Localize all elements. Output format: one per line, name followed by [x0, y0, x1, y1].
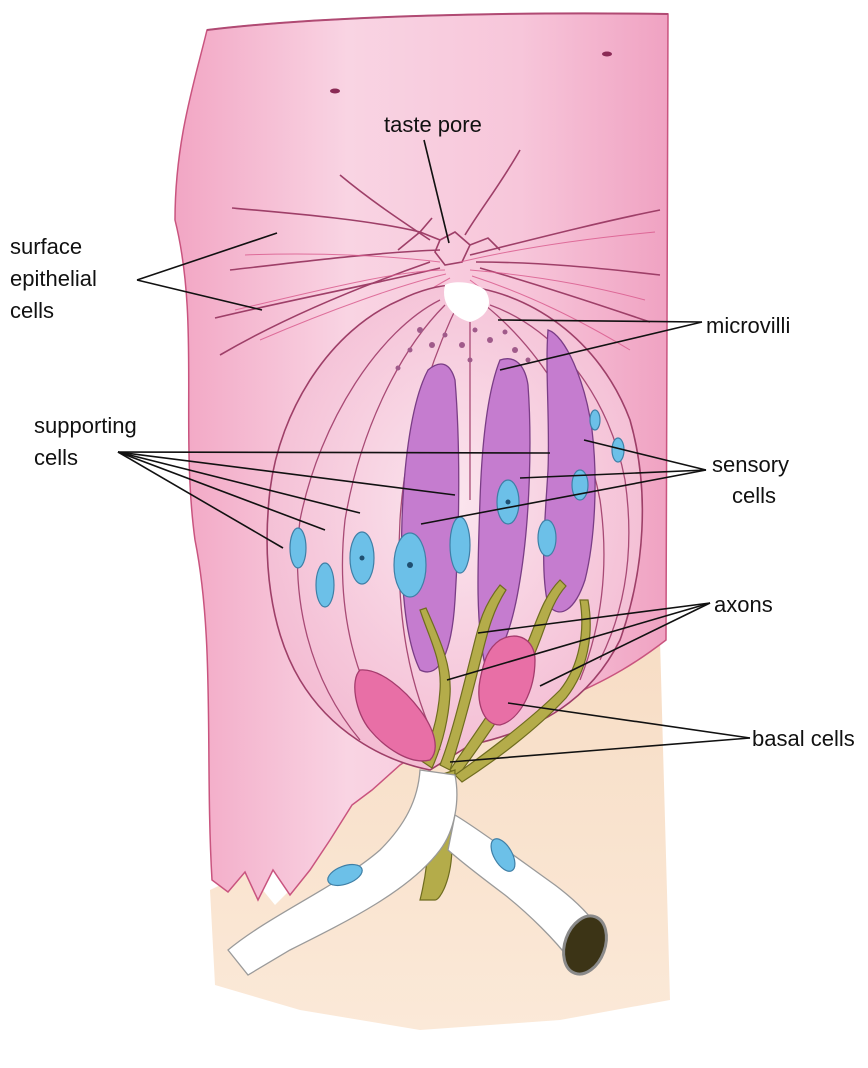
label-sensory-cells: sensory cells [712, 452, 795, 508]
label-basal-cells: basal cells [752, 726, 855, 751]
label-sensory-cells-line1: sensory [712, 452, 789, 477]
label-supporting-cells-line1: supporting [34, 413, 137, 438]
label-surface-epithelial-cells-line2: epithelial [10, 266, 97, 291]
label-surface-epithelial-cells-line3: cells [10, 298, 54, 323]
label-microvilli: microvilli [706, 313, 790, 338]
label-surface-epithelial-cells: surface epithelial cells [10, 234, 103, 323]
label-supporting-cells: supporting cells [34, 413, 143, 470]
surface-dot [330, 89, 340, 94]
label-supporting-cells-line2: cells [34, 445, 78, 470]
surface-dot [602, 52, 612, 57]
label-taste-pore: taste pore [384, 112, 482, 137]
label-sensory-cells-line2: cells [732, 483, 776, 508]
label-surface-epithelial-cells-line1: surface [10, 234, 82, 259]
label-axons: axons [714, 592, 773, 617]
